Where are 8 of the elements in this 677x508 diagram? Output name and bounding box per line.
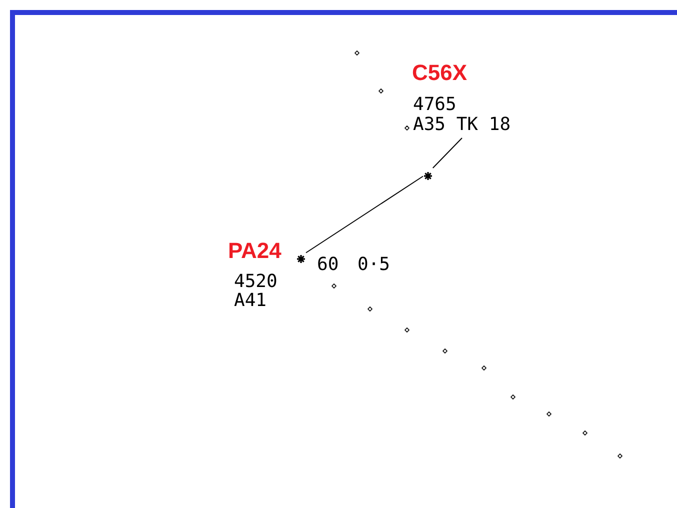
callsign-label: C56X [412,62,468,84]
altitude-label: 4520 [234,273,278,291]
data-label: A41 [234,292,267,310]
altitude-label: 4765 [413,96,456,114]
callsign-label: PA24 [228,240,282,262]
data-label: A35 TK 18 [413,116,511,134]
leader-line [432,138,462,168]
range-line [306,176,424,254]
